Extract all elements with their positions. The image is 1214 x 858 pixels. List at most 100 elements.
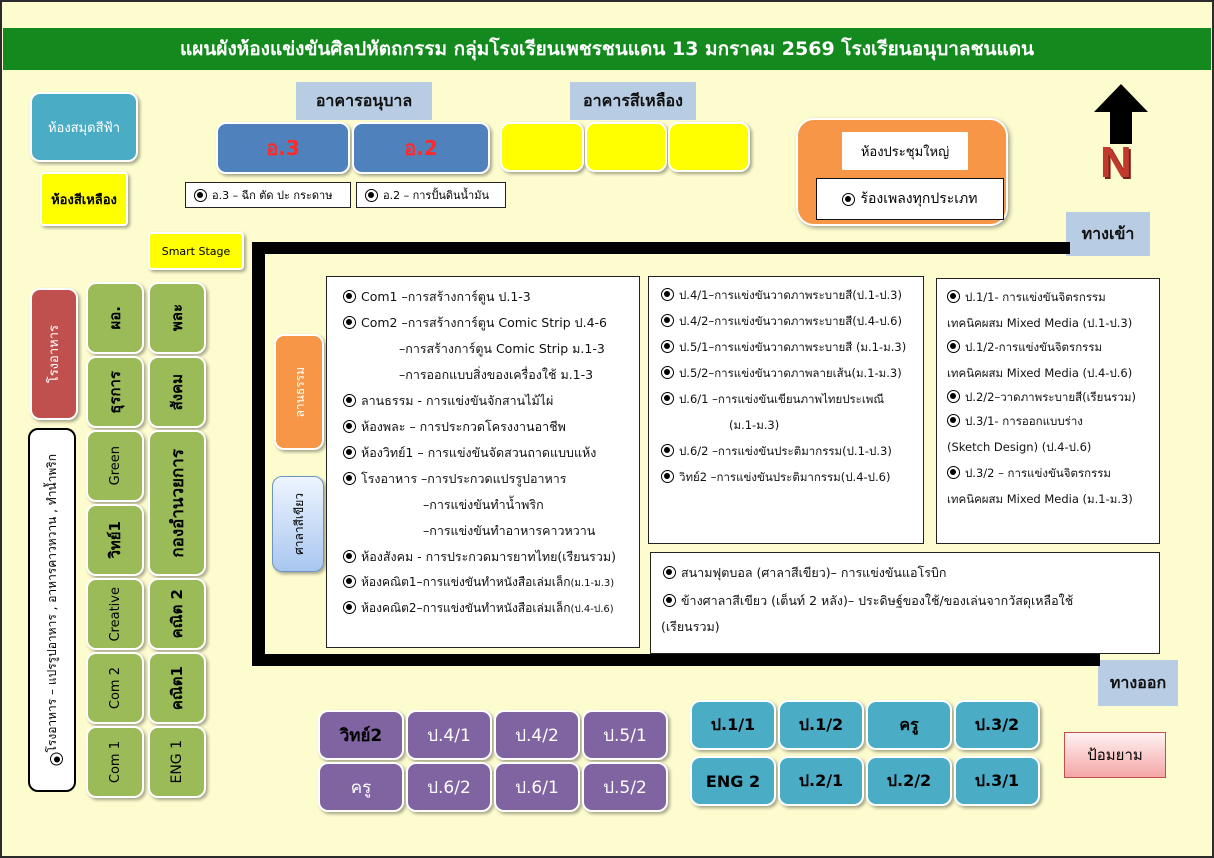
activity-box-1: Com1 –การสร้างการ์ตูน ป.1-3 Com2 –การสร้… <box>326 276 640 648</box>
room-teacher-cyan[interactable]: ครู <box>866 700 952 750</box>
activity-item: ป.5/2–การแข่งขันวาดภาพลายเส้น(ม.1-ม.3) <box>661 365 902 383</box>
bullet-icon <box>343 472 356 485</box>
activity-item: ป.3/1- การออกแบบร่าง <box>947 413 1083 431</box>
bullet-icon <box>663 566 676 579</box>
yellow-room-1[interactable] <box>500 122 584 172</box>
room-social[interactable]: สังคม <box>148 356 206 428</box>
activity-item: ป.1/1- การแข่งขันจิตรกรรม <box>947 289 1106 307</box>
activity-box-2: ป.4/1–การแข่งขันวาดภาพระบายสี(ป.1-ป.3) ป… <box>648 276 924 544</box>
activity-item: ห้องพละ – การประกวดโครงงานอาชีพ <box>343 417 566 437</box>
room-math2[interactable]: คณิต 2 <box>148 578 206 650</box>
activity-item: ป.4/1–การแข่งขันวาดภาพระบายสี(ป.1-ป.3) <box>661 287 902 305</box>
activity-subitem: เทคนิคผสม Mixed Media (ม.1-ม.3) <box>947 492 1133 506</box>
yellow-room-2[interactable] <box>585 122 667 172</box>
room-math1[interactable]: คณิต1 <box>148 652 206 724</box>
bullet-icon <box>661 470 674 483</box>
room-p4-1[interactable]: ป.4/1 <box>406 710 492 760</box>
canteen[interactable]: โรงอาหาร <box>30 288 78 420</box>
bullet-icon <box>661 444 674 457</box>
bullet-icon <box>343 550 356 563</box>
activity-item: Com1 –การสร้างการ์ตูน ป.1-3 <box>343 287 531 307</box>
smart-stage[interactable]: Smart Stage <box>148 232 244 270</box>
room-p1-2[interactable]: ป.1/2 <box>778 700 864 750</box>
room-hq[interactable]: กองอำนวยการ <box>148 430 206 576</box>
room-p3-2[interactable]: ป.3/2 <box>954 700 1040 750</box>
guard-post[interactable]: ป้อมยาม <box>1064 732 1166 778</box>
kindergarten-building-label: อาคารอนุบาล <box>296 82 432 120</box>
bullet-icon <box>661 392 674 405</box>
route-top <box>252 242 1070 254</box>
activity-subitem: (Sketch Design) (ป.4-ป.6) <box>947 440 1092 454</box>
activity-item: ห้องวิทย์1 – การแข่งขันจัดสวนถาดแบบแห้ง <box>343 443 596 463</box>
bullet-icon <box>343 394 356 407</box>
activity-item: โรงอาหาร –การประกวดแปรรูปอาหาร <box>343 469 566 489</box>
bullet-icon <box>49 752 63 766</box>
activity-item: สนามฟุตบอล (ศาลาสีเขียว)– การแข่งขันแอโร… <box>663 563 946 583</box>
big-hall-label: ห้องประชุมใหญ่ <box>842 132 968 170</box>
bullet-icon <box>343 420 356 433</box>
room-director[interactable]: ผอ. <box>86 282 144 354</box>
room-yellow[interactable]: ห้องสีเหลือง <box>40 172 128 226</box>
room-p3-1[interactable]: ป.3/1 <box>954 756 1040 806</box>
bullet-icon <box>365 188 378 202</box>
activity-item: ป.2/2–วาดภาพระบายสี(เรียนรวม) <box>947 389 1136 407</box>
exit-label: ทางออก <box>1098 660 1178 706</box>
activity-subitem: –การแข่งขันทำอาหารคาวหวาน <box>423 523 596 538</box>
bullet-icon <box>661 314 674 327</box>
bullet-icon <box>842 192 856 206</box>
room-eng1[interactable]: ENG 1 <box>148 726 206 798</box>
bullet-icon <box>663 594 676 607</box>
bullet-icon <box>343 316 356 329</box>
room-com2[interactable]: Com 2 <box>86 652 144 724</box>
room-p5-1[interactable]: ป.5/1 <box>582 710 668 760</box>
activity-item: ป.3/2 – การแข่งขันจิตรกรรม <box>947 465 1111 483</box>
bullet-icon <box>343 446 356 459</box>
activity-subitem: (เรียนรวม) <box>661 619 720 634</box>
room-p1-1[interactable]: ป.1/1 <box>690 700 776 750</box>
bullet-icon <box>343 575 356 588</box>
bullet-icon <box>947 414 960 427</box>
entrance-label: ทางเข้า <box>1066 212 1150 256</box>
activity-subitem: –การออกแบบสิ่งของเครื่องใช้ ม.1-3 <box>399 367 594 382</box>
green-sala[interactable]: ศาลาสีเขียว <box>272 476 324 572</box>
room-sci1[interactable]: วิทย์1 <box>86 504 144 576</box>
activity-item: Com2 –การสร้างการ์ตูน Comic Strip ป.4-6 <box>343 313 607 333</box>
room-p6-1[interactable]: ป.6/1 <box>494 762 580 812</box>
room-sky-library[interactable]: ห้องสมุดสีฟ้า <box>30 92 138 162</box>
activity-item: ป.6/2 –การแข่งขันประติมากรรม(ป.1-ป.3) <box>661 443 892 461</box>
compass-n: N <box>1100 138 1132 187</box>
canteen-note: โรงอาหาร – แปรรูปอาหาร , อาหารคาวหวาน , … <box>28 428 76 792</box>
activity-subitem: –การแข่งขันทำน้ำพริก <box>423 497 544 512</box>
room-p4-2[interactable]: ป.4/2 <box>494 710 580 760</box>
bullet-icon <box>947 290 960 303</box>
activity-item: วิทย์2 –การแข่งขันประติมากรรม(ป.4-ป.6) <box>661 469 890 487</box>
room-a3[interactable]: อ.3 <box>216 122 350 174</box>
room-eng2[interactable]: ENG 2 <box>690 756 776 806</box>
tag-hall: ร้องเพลงทุกประเภท <box>816 178 1004 220</box>
route-left <box>252 242 265 664</box>
activity-item: ข้างศาลาสีเขียว (เต็นท์ 2 หลัง)– ประดิษฐ… <box>663 591 1073 611</box>
tag-a3: อ.3 – ฉีก ตัด ปะ กระดาษ <box>185 182 351 208</box>
room-p2-2[interactable]: ป.2/2 <box>866 756 952 806</box>
room-p5-2[interactable]: ป.5/2 <box>582 762 668 812</box>
room-p6-2[interactable]: ป.6/2 <box>406 762 492 812</box>
activity-item: ป.1/2-การแข่งขันจิตรกรรม <box>947 339 1102 357</box>
bullet-icon <box>343 601 356 614</box>
room-a2[interactable]: อ.2 <box>352 122 490 174</box>
room-creative[interactable]: Creative <box>86 578 144 650</box>
tag-a2: อ.2 – การปั้นดินน้ำมัน <box>356 182 506 208</box>
activity-subitem: (ม.1-ม.3) <box>729 418 780 432</box>
route-bottom <box>252 654 1100 666</box>
activity-item: ห้องคณิต2–การแข่งขันทำหนังสือเล่มเล็ก(ป.… <box>343 599 614 618</box>
room-pe[interactable]: พละ <box>148 282 206 354</box>
bullet-icon <box>661 366 674 379</box>
bullet-icon <box>947 390 960 403</box>
room-sci2[interactable]: วิทย์2 <box>318 710 404 760</box>
yellow-room-3[interactable] <box>668 122 750 172</box>
room-admin[interactable]: ธุรการ <box>86 356 144 428</box>
room-com1[interactable]: Com 1 <box>86 726 144 798</box>
lan-tham[interactable]: ลานธรรม <box>274 334 324 450</box>
room-p2-1[interactable]: ป.2/1 <box>778 756 864 806</box>
room-green[interactable]: Green <box>86 430 144 502</box>
room-teacher-purple[interactable]: ครู <box>318 762 404 812</box>
